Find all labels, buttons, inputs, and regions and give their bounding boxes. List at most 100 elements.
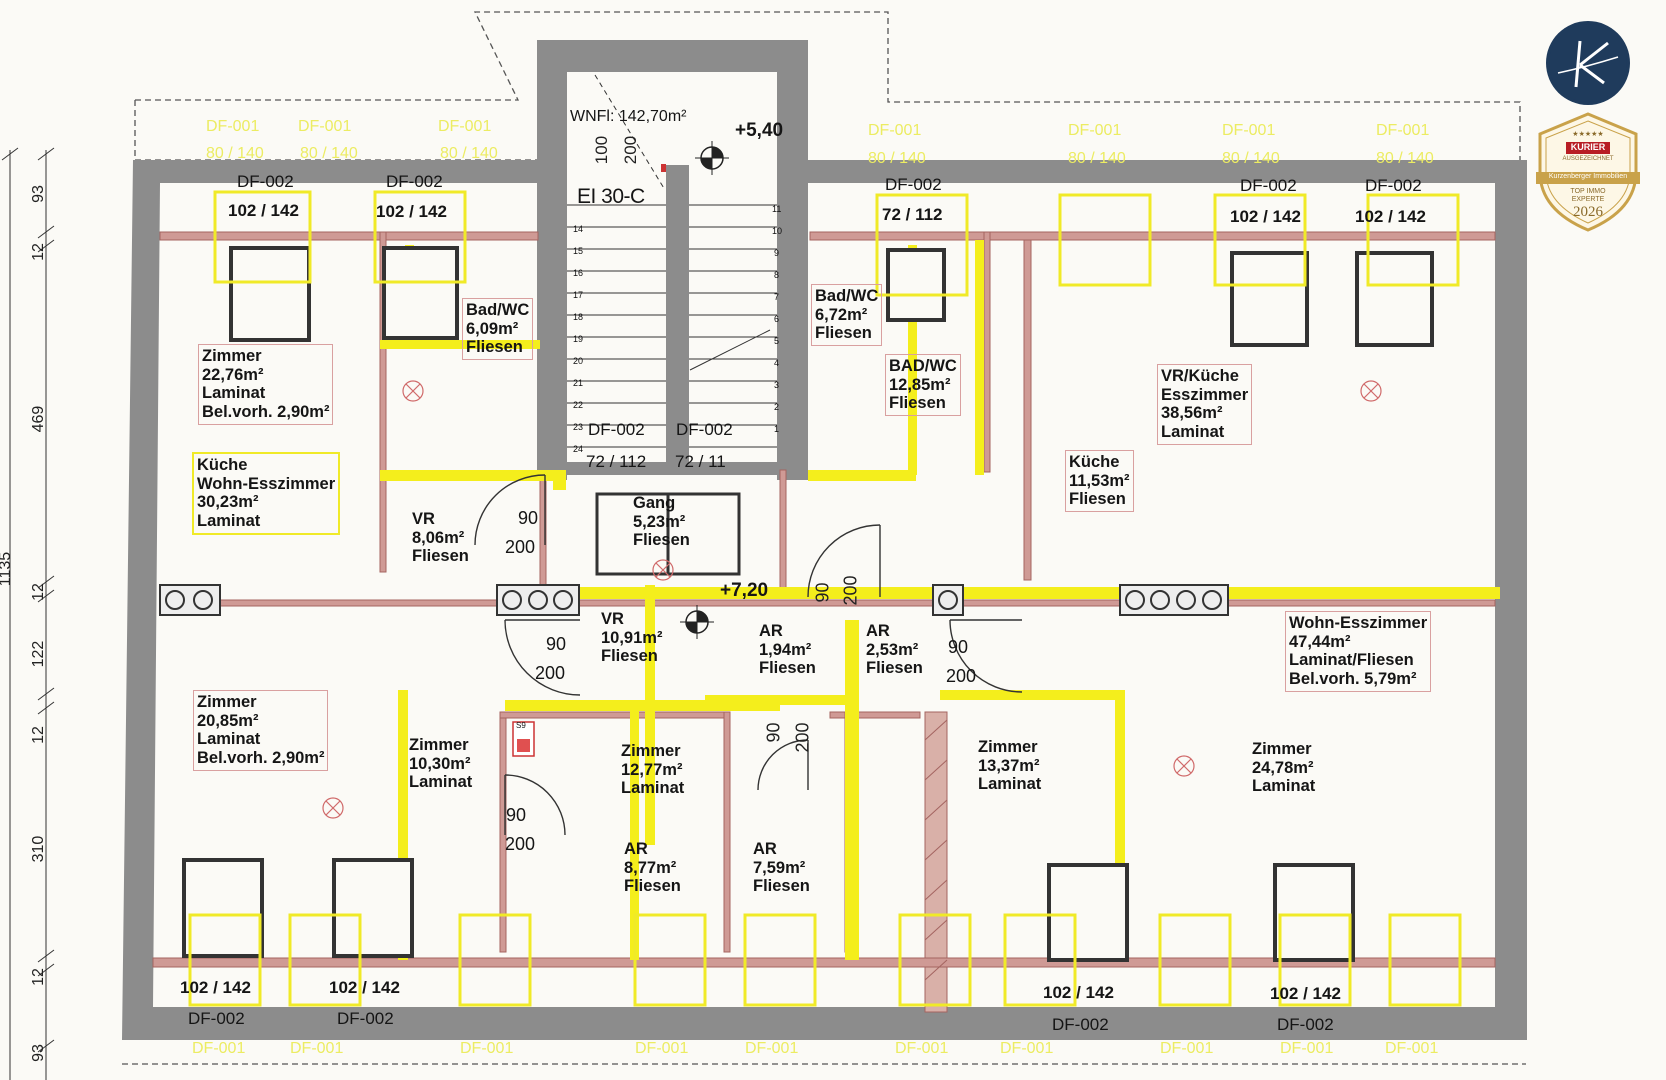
room-name: VR <box>601 610 624 628</box>
step-number: 23 <box>573 422 584 432</box>
step-number: 14 <box>573 224 584 234</box>
dimension-value: 93 <box>30 1044 47 1062</box>
room-name: Bad/WC <box>466 301 530 319</box>
room-name: AR <box>866 622 890 640</box>
lamp-symbols <box>322 380 1382 819</box>
room-floor: Laminat <box>1252 777 1316 796</box>
room-vr-1: VR 8,06m² Fliesen <box>409 508 472 568</box>
room-ar-2: AR 2,53m² Fliesen <box>863 620 926 680</box>
windows <box>182 246 1434 962</box>
room-floor: Laminat <box>978 775 1042 794</box>
window-size: 72 / 112 <box>882 205 943 224</box>
outer-window-code: DF-001 <box>1222 122 1276 139</box>
new-walls <box>380 240 1500 960</box>
outer-window-code: DF-001 <box>298 118 352 135</box>
outer-window-code: DF-001 <box>438 118 492 135</box>
outer-window-size: 80 / 140 <box>1376 150 1434 167</box>
room-area: 47,44m² <box>1289 632 1351 651</box>
vents <box>159 584 1229 616</box>
step-number: 5 <box>774 336 780 346</box>
room-area: 10,30m² <box>409 754 471 773</box>
room-floor: Fliesen <box>889 394 946 413</box>
door-width: 90 <box>812 582 833 603</box>
room-name: AR <box>753 840 777 858</box>
room-name: VR/Küche <box>1161 367 1239 385</box>
outer-window-code: DF-001 <box>290 1040 344 1057</box>
room-wohn-ess: Wohn-Esszimmer 47,44m² Laminat/Fliesen B… <box>1285 611 1432 692</box>
stair-steps <box>567 74 777 448</box>
window-size: 102 / 142 <box>228 201 299 220</box>
level-top-label: +5,40 <box>735 120 784 141</box>
door-swings <box>474 474 1023 836</box>
window-size: 102 / 142 <box>1270 984 1341 1003</box>
room-extra: Bel.vorh. 5,79m² <box>1289 669 1417 688</box>
window-code: DF-002 <box>1240 176 1297 195</box>
room-area: 20,85m² <box>197 711 259 730</box>
room-floor: Fliesen <box>753 877 810 896</box>
door-height: 200 <box>946 666 977 686</box>
room-floor: Laminat <box>621 779 685 798</box>
room-zimmer-s3: Zimmer 13,37m² Laminat <box>975 736 1044 796</box>
room-name: Zimmer <box>409 736 469 754</box>
step-number: 8 <box>774 270 780 280</box>
badge-brand: KURIER <box>1570 142 1606 152</box>
room-gang: Gang 5,23m² Fliesen <box>630 492 693 552</box>
room-ar-3: AR 8,77m² Fliesen <box>621 838 684 898</box>
dimension-value: 122 <box>30 640 47 668</box>
room-floor: Fliesen <box>866 659 923 678</box>
step-number: 15 <box>573 246 584 256</box>
room-name: Bad/WC <box>815 287 879 305</box>
logo-mark-icon <box>1549 24 1627 102</box>
dimension-value: 469 <box>30 405 47 433</box>
room-floor: Fliesen <box>624 877 681 896</box>
outer-window-code: DF-001 <box>460 1040 514 1057</box>
room-name: Wohn-Esszimmer <box>1289 614 1428 632</box>
room-vr-kueche: VR/Küche Esszimmer 38,56m² Laminat <box>1157 364 1253 445</box>
riser-label: S9 <box>516 721 526 730</box>
stair-wall-right <box>777 40 808 480</box>
window-size: 102 / 142 <box>376 202 447 221</box>
room-zimmer-s1: Zimmer 10,30m² Laminat <box>406 734 475 794</box>
room-area: 8,06m² <box>412 528 465 547</box>
room-kueche-e: Küche 11,53m² Fliesen <box>1065 450 1134 512</box>
outer-window-code: DF-001 <box>1280 1040 1334 1057</box>
badge-line-4: EXPERTE <box>1571 196 1605 203</box>
step-number: 2 <box>774 402 780 412</box>
room-area: 38,56m² <box>1161 404 1223 423</box>
outer-window-code: DF-001 <box>895 1040 949 1057</box>
room-floor: Fliesen <box>466 338 523 357</box>
room-name: Küche <box>197 456 248 474</box>
outer-window-size: 80 / 140 <box>300 145 358 162</box>
stair-door-width: 100 <box>592 135 611 165</box>
badge-line-2: Kurzenberger Immobilien <box>1548 173 1628 180</box>
room-name: Gang <box>633 494 676 512</box>
room-floor: Laminat <box>202 384 266 403</box>
window-code: DF-002 <box>188 1009 245 1028</box>
room-area: 30,23m² <box>197 493 259 512</box>
outer-window-code: DF-001 <box>1376 122 1430 139</box>
step-number: 17 <box>573 290 584 300</box>
room-area: 12,77m² <box>621 760 683 779</box>
window-code: DF-002 <box>1365 176 1422 195</box>
window-size: 102 / 142 <box>1230 207 1301 226</box>
step-number: 1 <box>774 424 780 434</box>
step-number: 4 <box>774 358 780 368</box>
badge-line-1: AUSGEZEICHNET <box>1562 156 1614 162</box>
outer-window-code: DF-001 <box>1385 1040 1439 1057</box>
room-floor: Laminat <box>197 730 261 749</box>
room-name: AR <box>759 622 783 640</box>
outer-window-code: DF-001 <box>635 1040 689 1057</box>
door-width: 90 <box>518 508 539 528</box>
outer-window-code: DF-001 <box>1160 1040 1214 1057</box>
door-width: 90 <box>763 722 784 743</box>
step-number: 22 <box>573 400 584 410</box>
step-number: 19 <box>573 334 584 344</box>
dimension-line <box>1 147 55 1080</box>
room-zimmer-s2: Zimmer 12,77m² Laminat <box>618 740 687 800</box>
door-height: 200 <box>505 537 536 557</box>
room-name: Zimmer <box>202 347 262 365</box>
room-area: 24,78m² <box>1252 758 1314 777</box>
window-code: DF-002 <box>885 175 942 194</box>
